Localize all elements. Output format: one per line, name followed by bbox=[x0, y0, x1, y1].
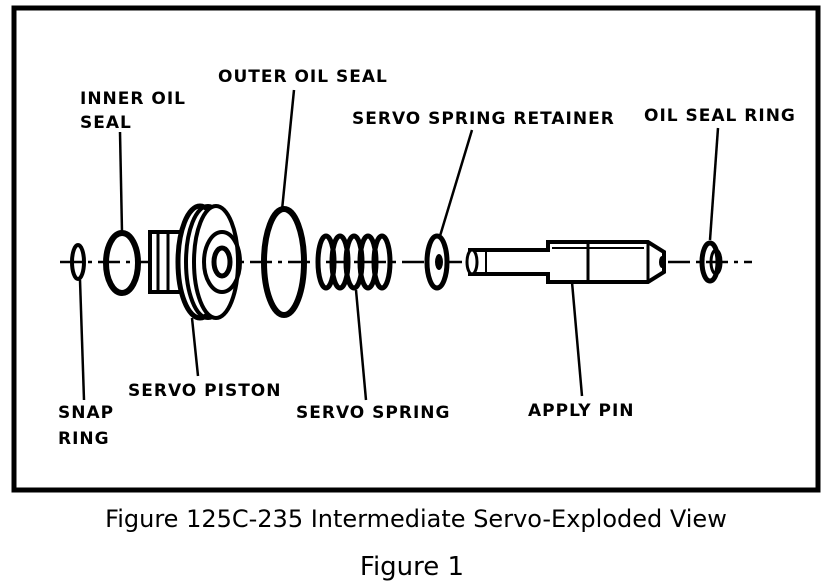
snap-ring-part bbox=[70, 243, 86, 281]
snap-ring-label-line1: SNAP bbox=[58, 403, 114, 423]
leader-lines bbox=[78, 89, 720, 401]
snap-ring-label-line2: RING bbox=[58, 429, 110, 449]
servo-spring-label: SERVO SPRING bbox=[296, 403, 450, 423]
inner-oil-seal-label-line2: SEAL bbox=[80, 113, 132, 133]
servo-spring-retainer-label: SERVO SPRING RETAINER bbox=[352, 109, 615, 129]
apply-pin-label: APPLY PIN bbox=[528, 401, 635, 421]
figure-caption: Figure 125C-235 Intermediate Servo-Explo… bbox=[105, 505, 727, 533]
inner-oil-seal-part bbox=[103, 230, 141, 296]
servo-piston-part bbox=[148, 203, 242, 321]
inner-oil-seal-label-line1: INNER OIL bbox=[80, 89, 186, 109]
servo-piston-label: SERVO PISTON bbox=[128, 381, 281, 401]
servo-spring-retainer-part bbox=[424, 233, 450, 291]
diagram-frame bbox=[11, 5, 821, 493]
outer-oil-seal-part bbox=[261, 206, 307, 318]
oil-seal-ring-label: OIL SEAL RING bbox=[644, 106, 796, 126]
figure-number: Figure 1 bbox=[360, 552, 464, 582]
apply-pin-part bbox=[465, 240, 666, 284]
oil-seal-ring-part bbox=[699, 240, 723, 284]
servo-spring-part bbox=[315, 233, 393, 291]
outer-oil-seal-label: OUTER OIL SEAL bbox=[218, 67, 388, 87]
